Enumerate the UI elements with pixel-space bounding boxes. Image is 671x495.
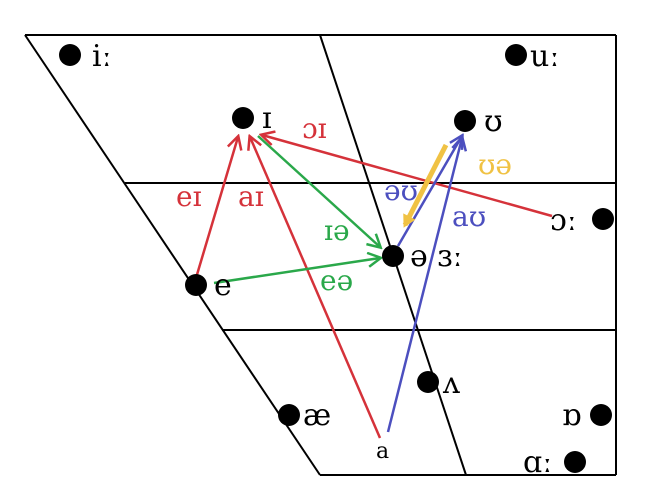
- label-i-long: iː: [92, 39, 112, 74]
- label-au: aʊ: [452, 200, 486, 233]
- dot-schwa: [382, 245, 404, 267]
- dot-short-i: [232, 107, 254, 129]
- dot-open-o-long: [592, 208, 614, 230]
- arrow-ai: [250, 137, 382, 439]
- label-oi: ɔɪ: [302, 112, 327, 145]
- dot-i-long: [59, 44, 81, 66]
- label-ea: eə: [320, 264, 353, 297]
- arrow-oi: [262, 135, 553, 218]
- dot-short-u: [454, 110, 476, 132]
- label-ae: æ: [303, 398, 331, 433]
- label-a-long: ɑː: [523, 445, 552, 480]
- label-ai: aɪ: [238, 180, 264, 213]
- vowel-dots: [59, 44, 614, 473]
- label-open-o-short: ɒ: [562, 398, 581, 433]
- arrow-ue: [402, 143, 449, 228]
- label-u-long: uː: [530, 39, 559, 74]
- label-open-o-long: ɔː: [550, 203, 577, 238]
- label-wedge: ʌ: [442, 366, 460, 401]
- label-ou: əʊ: [384, 174, 418, 207]
- arrow-ei: [194, 137, 238, 279]
- left-edge: [24, 34, 321, 476]
- diphthong-labels: ɔɪ eɪ aɪ ɪə eə əʊ aʊ ʊə: [176, 112, 512, 297]
- arrow-ie: [257, 135, 380, 247]
- label-e: e: [214, 268, 232, 303]
- label-ei: eɪ: [176, 180, 202, 213]
- label-schwa-er: ə ɜː: [410, 239, 463, 274]
- red-arrows: [194, 135, 553, 439]
- green-arrows: [213, 135, 380, 285]
- label-short-u: ʊ: [484, 104, 503, 139]
- arrow-ea: [213, 258, 380, 285]
- label-ue: ʊə: [478, 148, 512, 181]
- dot-wedge: [417, 371, 439, 393]
- label-short-i: ɪ: [262, 101, 272, 136]
- vowel-labels: iː uː ɪ ʊ ɔː ə ɜː e ʌ æ ɒ ɑː a: [92, 39, 581, 480]
- dot-ae: [278, 404, 300, 426]
- dot-a-long: [564, 451, 586, 473]
- label-ie: ɪə: [324, 214, 350, 247]
- dot-e: [185, 274, 207, 296]
- dot-open-o-short: [590, 404, 612, 426]
- arrow-au: [386, 138, 462, 433]
- label-a: a: [376, 439, 389, 464]
- dot-u-long: [505, 44, 527, 66]
- yellow-arrows: [402, 143, 449, 228]
